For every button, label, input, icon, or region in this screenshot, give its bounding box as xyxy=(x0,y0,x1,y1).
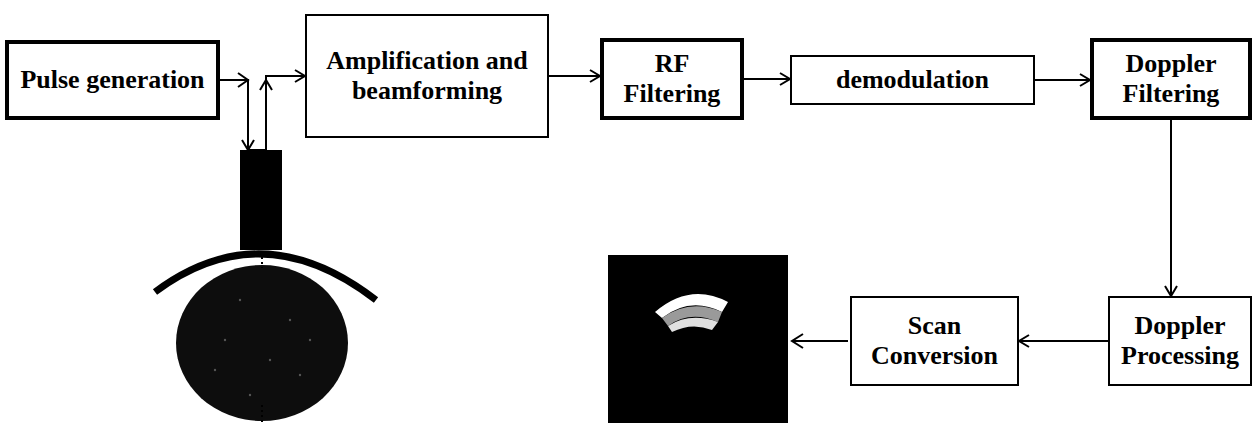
box-label: Amplification and beamforming xyxy=(315,46,539,106)
flow-arc xyxy=(668,318,718,332)
box-label: Pulse generation xyxy=(20,65,204,95)
process-box: Pulse generation xyxy=(5,40,220,120)
tissue-texture xyxy=(214,299,311,396)
beam-axis xyxy=(261,405,263,425)
flow-arrow xyxy=(1035,79,1090,81)
process-box: RF Filtering xyxy=(600,38,744,120)
beam-axis xyxy=(261,252,263,268)
flow-arrow xyxy=(1019,340,1108,342)
transducer xyxy=(240,150,282,250)
tissue-region xyxy=(176,265,348,421)
text-group: Amplification and beamforming xyxy=(315,46,539,106)
flow-arrow xyxy=(220,76,305,150)
process-box: Amplification and beamforming xyxy=(305,14,549,138)
process-box: Doppler Processing xyxy=(1108,296,1252,386)
output-arrow xyxy=(792,340,848,342)
flow-arrow xyxy=(549,75,600,77)
text-group: Doppler Processing xyxy=(1118,311,1242,371)
flow-arrow xyxy=(744,78,790,80)
flow-arrow xyxy=(1170,120,1172,296)
text-group: Doppler Filtering xyxy=(1102,49,1240,109)
box-label: Scan Conversion xyxy=(860,311,1009,371)
output-arrowhead xyxy=(792,334,803,348)
output-image xyxy=(608,255,788,423)
box-label: Doppler Processing xyxy=(1118,311,1242,371)
text-group: demodulation xyxy=(836,65,989,95)
process-box: demodulation xyxy=(790,55,1035,105)
text-group: Scan Conversion xyxy=(860,311,1009,371)
box-label: demodulation xyxy=(836,65,989,95)
text-group: Pulse generation xyxy=(20,65,204,95)
process-box: Scan Conversion xyxy=(850,296,1019,386)
box-label: RF Filtering xyxy=(612,49,732,109)
box-label: Doppler Filtering xyxy=(1102,49,1240,109)
process-box: Doppler Filtering xyxy=(1090,38,1252,120)
text-group: RF Filtering xyxy=(612,49,732,109)
